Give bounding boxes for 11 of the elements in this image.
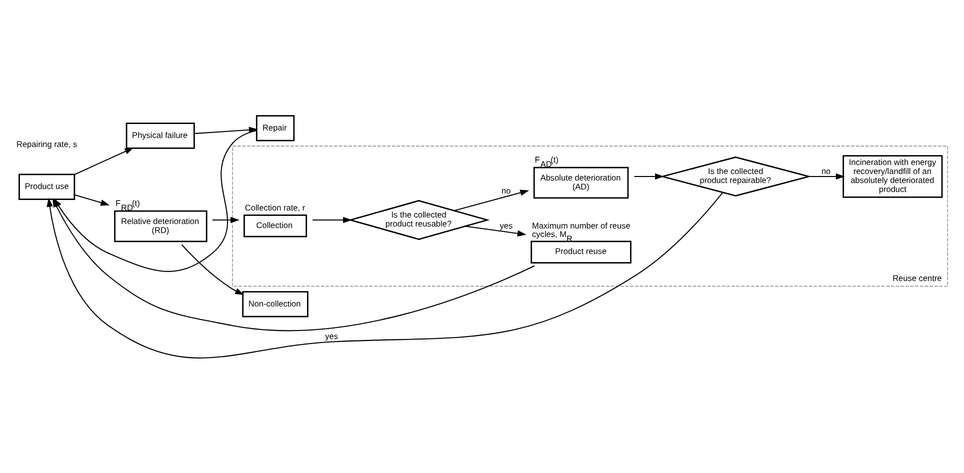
arrow	[74, 147, 134, 174]
arrow	[808, 172, 845, 180]
arrow	[312, 216, 352, 223]
arrow	[46, 192, 724, 358]
arrow	[181, 244, 244, 294]
arrow	[454, 189, 530, 211]
arrow	[634, 172, 664, 180]
arrow	[212, 216, 240, 223]
arrow	[194, 126, 258, 134]
arrow	[465, 225, 526, 236]
arrow	[74, 194, 110, 206]
